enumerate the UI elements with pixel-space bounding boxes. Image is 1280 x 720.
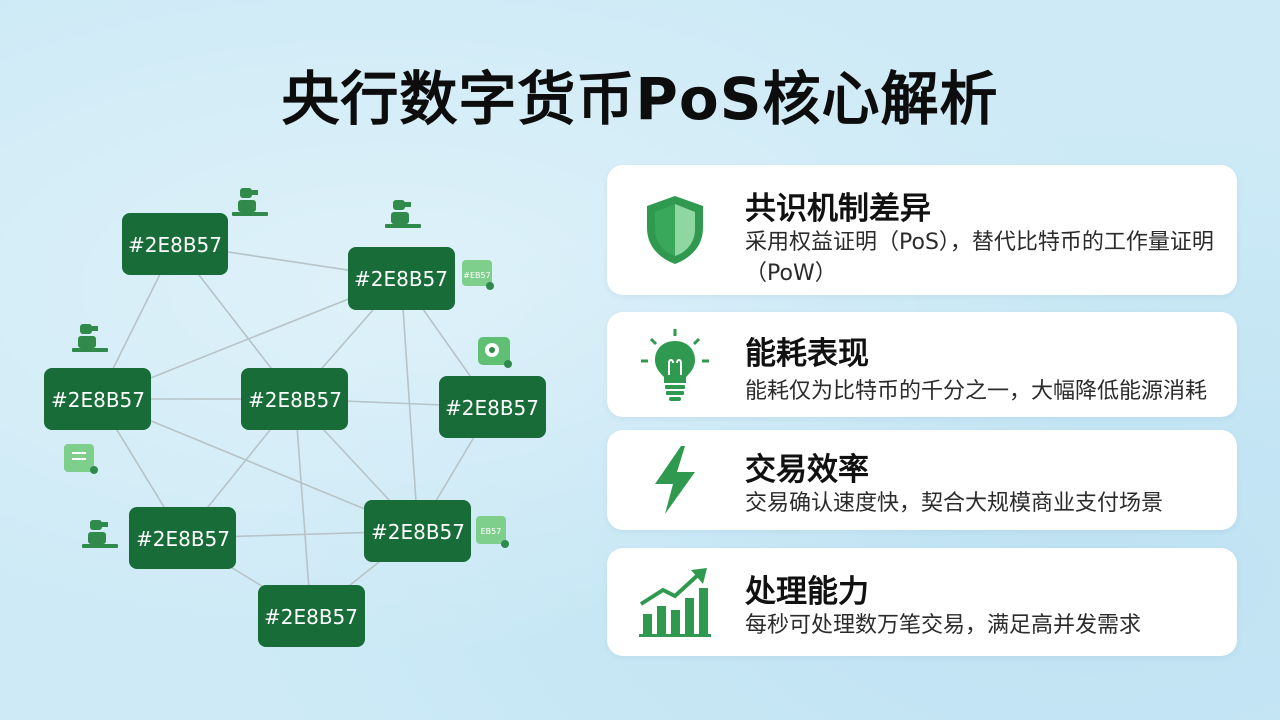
network-node: #2E8B57	[258, 585, 365, 647]
node-label: #2E8B57	[136, 527, 230, 551]
card-consensus: 共识机制差异 采用权益证明（PoS），替代比特币的工作量证明（PoW）	[607, 165, 1237, 295]
device-badge	[478, 337, 512, 368]
growth-chart-icon	[639, 568, 711, 637]
card-throughput: 处理能力 每秒可处理数万笔交易，满足高并发需求	[607, 548, 1237, 656]
network-diagram: #2E8B57 #2E8B57 #2E8B57 #2E8B57 #2E8B57 …	[44, 188, 546, 647]
token-badge: EB57	[476, 516, 509, 548]
network-node: #2E8B57	[439, 376, 546, 438]
card-heading: 共识机制差异	[745, 191, 931, 227]
node-label: #2E8B57	[128, 233, 222, 257]
node-label: #2E8B57	[248, 388, 342, 412]
network-nodes: #2E8B57 #2E8B57 #2E8B57 #2E8B57 #2E8B57 …	[44, 213, 546, 647]
node-label: #2E8B57	[354, 267, 448, 291]
card-description: 每秒可处理数万笔交易，满足高并发需求	[745, 613, 1142, 638]
card-heading: 交易效率	[745, 452, 869, 488]
user-terminal-icon	[385, 200, 421, 228]
user-terminal-icon	[82, 520, 118, 548]
card-efficiency: 交易效率 交易确认速度快，契合大规模商业支付场景	[607, 430, 1237, 530]
edge	[400, 277, 419, 532]
network-node: #2E8B57	[122, 213, 228, 275]
badge-label: EB57	[481, 527, 502, 536]
card-description: 能耗仅为比特币的千分之一，大幅降低能源消耗	[745, 379, 1208, 404]
user-terminal-icon	[72, 324, 108, 352]
token-badge: #EB57	[462, 260, 494, 290]
lightning-icon	[655, 446, 695, 514]
node-label: #2E8B57	[445, 396, 539, 420]
node-label: #2E8B57	[371, 520, 465, 544]
card-description: 交易确认速度快，契合大规模商业支付场景	[745, 491, 1164, 516]
network-node: #2E8B57	[129, 507, 236, 569]
shield-icon	[647, 196, 703, 264]
card-heading: 能耗表现	[745, 336, 869, 372]
page-title: 央行数字货币PoS核心解析	[281, 65, 999, 133]
wallet-badge	[64, 444, 98, 474]
node-label: #2E8B57	[51, 388, 145, 412]
user-terminal-icon	[232, 188, 268, 216]
card-description: 采用权益证明（PoS），替代比特币的工作量证明（PoW）	[745, 230, 1214, 286]
network-node: #2E8B57	[348, 247, 455, 310]
node-label: #2E8B57	[264, 605, 358, 629]
card-heading: 处理能力	[745, 574, 869, 610]
edge	[294, 398, 312, 617]
network-node: #2E8B57	[44, 368, 151, 430]
network-node: #2E8B57	[241, 368, 348, 430]
network-node: #2E8B57	[364, 500, 471, 562]
badge-label: #EB57	[463, 271, 490, 280]
lightbulb-icon	[641, 328, 709, 401]
card-energy: 能耗表现 能耗仅为比特币的千分之一，大幅降低能源消耗	[607, 312, 1237, 417]
